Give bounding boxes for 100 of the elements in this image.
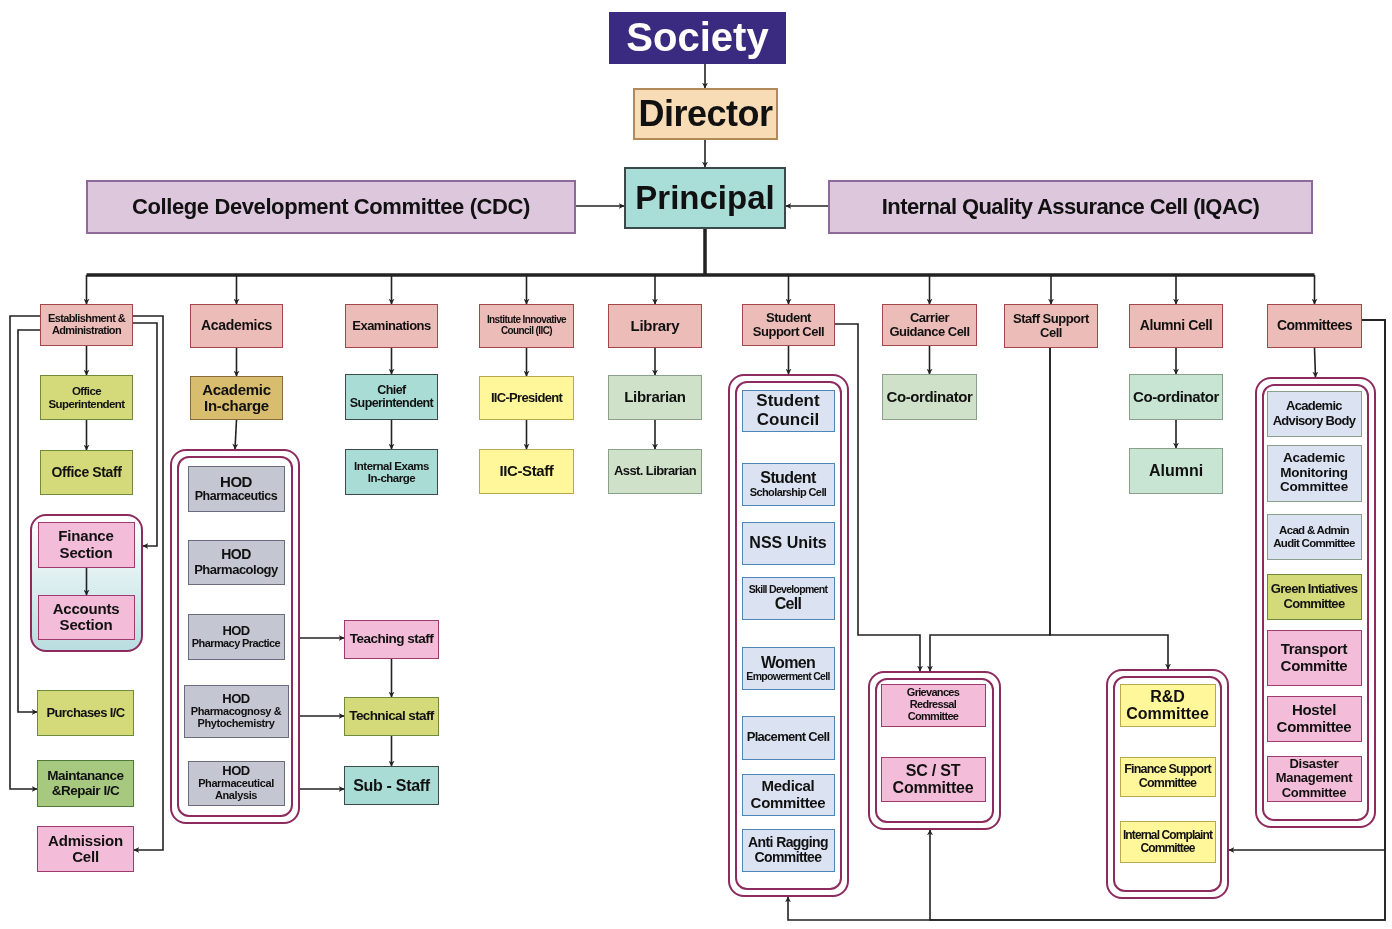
org-box [828,180,1313,234]
box-label: Placement Cell [746,730,830,745]
connector-arrow [926,274,933,305]
org-box [1266,695,1362,742]
connector-arrow [299,635,345,641]
box-label: Scholarship Cell [749,486,827,499]
box-label: Anti Ragging Committee [747,834,829,866]
org-box [187,760,285,806]
connector-arrow [83,567,90,596]
box-label: Disaster Management Committee [1274,757,1354,800]
connector-arrow [702,63,708,89]
connector-arrow [388,347,395,375]
org-box [741,773,835,816]
org-box [190,376,283,420]
box-label: Student Council [755,392,821,429]
box-label: Finance Support Committee [1123,763,1213,790]
connector-arrow [785,319,1386,921]
box-label: Internal Complaint Committee [1122,828,1213,855]
box-label: Hostel Committee [1275,702,1353,735]
org-box [37,760,134,807]
box-label: Skill Development [748,583,828,596]
org-box [741,576,835,620]
connector-arrow [1312,347,1319,378]
box-label: Pharmacognosy & Phytochemistry [189,706,283,730]
org-box [37,690,134,736]
connector-arrow [575,203,625,209]
org-box [479,449,574,494]
org-box [608,449,702,494]
connector-arrow [1049,347,1171,670]
connector-arrow [785,203,829,209]
connector-arrow [1173,274,1179,305]
org-box [40,375,133,420]
org-box [1266,513,1362,560]
org-box [882,374,977,420]
box-label: Alumni [1148,462,1204,480]
org-box [183,684,289,738]
box-label: Internal Exams In-charge [353,459,430,485]
group-frame [728,374,849,897]
box-label: Maintanance &Repair I/C [46,768,125,799]
org-box [187,465,285,512]
org-box [741,715,835,760]
connector-arrow [83,419,90,451]
connector-arrow [388,419,395,450]
org-box [624,167,786,229]
org-box [344,766,439,805]
connector-arrow [523,347,530,377]
box-label: Grievances Redressal Committee [905,687,961,723]
connector-arrow [1311,274,1318,305]
org-box [633,88,778,140]
group-frame [1255,377,1376,828]
box-label: Asst. Librarian [614,464,696,479]
box-label: Committees [1276,318,1353,334]
connector-arrow [652,419,658,450]
org-box [1004,304,1098,348]
box-label: Internal Quality Assurance Cell (IQAC) [881,195,1260,219]
org-box [86,180,576,234]
box-label: Green Intiatives Committee [1269,582,1359,611]
box-label: Technical staff [349,709,434,724]
box-label: SC / ST Committee [891,761,975,797]
connector-arrow [83,345,90,376]
box-label: Sub - Staff [353,776,430,795]
box-label: Academic Advisory Body [1271,399,1357,428]
box-label: Examinations [352,319,431,333]
org-box [741,389,835,432]
org-box [1119,820,1216,863]
box-label: IIC-Staff [499,463,554,480]
org-box [345,449,438,495]
box-label: Academic In-charge [201,381,272,415]
org-box [741,521,835,565]
org-box [1266,573,1362,620]
box-label: Transport Committe [1279,641,1349,674]
box-label: Institute Innovative Council (IIC) [485,315,568,337]
connector-arrow [299,786,345,792]
connector-arrow [17,329,41,715]
box-label: Student Support Cell [751,310,826,340]
connector-arrow [523,274,530,305]
org-box [1267,304,1362,348]
org-box [344,620,439,659]
box-label: Finance Section [57,528,115,561]
box-label: Pharmacology [194,562,278,577]
box-label: Library [630,317,680,335]
org-box [1266,390,1362,437]
connector-arrow [233,274,240,305]
box-label: Librarian [624,389,686,406]
org-box [37,521,135,568]
connector-arrow [523,419,530,450]
box-label: Purchases I/C [46,706,125,720]
org-box [880,756,986,802]
box-label: Pharmaceutical Analysis [197,778,275,802]
org-box [742,304,835,346]
org-box [741,828,835,872]
group-frame [30,514,143,652]
org-box [882,304,977,346]
box-label: Teaching staff [349,632,434,647]
connector-arrow [1173,419,1179,449]
connector-arrow [702,139,708,168]
connector-arrow [388,274,395,305]
connector-arrow [926,345,933,375]
box-label: NSS Units [749,534,827,552]
org-box [1119,756,1216,797]
